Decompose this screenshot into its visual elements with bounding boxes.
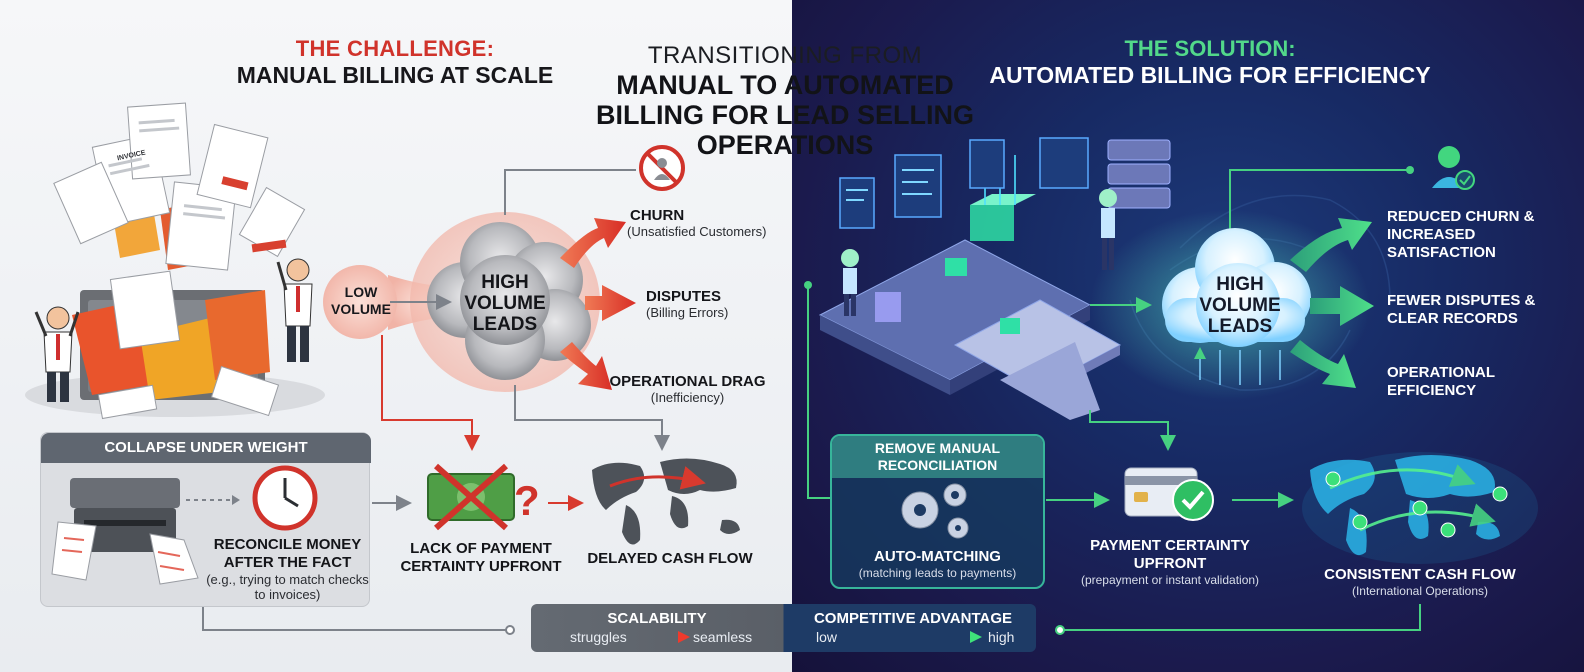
title-line-1: TRANSITIONING FROM (647, 42, 923, 69)
auto-matching-sub: (matching leads to payments) (858, 566, 1017, 580)
paper-pile-illustration: INVOICE (25, 102, 325, 420)
user-check-icon (1432, 146, 1475, 190)
bright-cloud (1162, 228, 1311, 347)
outcome-efficiency-title: OPERATIONAL EFFICIENCY (1387, 364, 1495, 399)
outcome-drag-sub: (Inefficiency) (650, 390, 725, 405)
title-line-4: OPERATIONS (696, 130, 874, 160)
outcome-disputes: DISPUTES (Billing Errors) (646, 288, 786, 320)
no-entry-icon (639, 145, 685, 191)
storm-cloud (427, 222, 591, 380)
outcome-churn-title: CHURN (630, 207, 685, 224)
competitive-section: COMPETITIVE ADVANTAGE (790, 610, 1036, 627)
stressed-person-left (34, 306, 80, 402)
low-volume-bulb (323, 265, 397, 339)
outcome-fewer-disputes-title: FEWER DISPUTES & CLEAR RECORDS (1387, 292, 1536, 327)
worker-left (841, 249, 859, 316)
scalability-seamless: seamless (693, 629, 753, 645)
cloud-right-label: HIGH VOLUME LEADS (1199, 274, 1281, 337)
payment-certainty-sub: (prepayment or instant validation) (1080, 573, 1260, 587)
svg-text:?: ? (514, 477, 540, 524)
scalability-struggles: struggles (570, 629, 627, 645)
world-map-glowing-icon (1302, 452, 1538, 564)
bulb-to-payment-connector (381, 335, 480, 451)
payment-certainty-block: PAYMENT CERTAINTY UPFRONT (prepayment or… (1060, 537, 1280, 587)
delayed-cash-flow-label: DELAYED CASH FLOW (587, 550, 753, 567)
competitive-title: COMPETITIVE ADVANTAGE (813, 610, 1013, 627)
cloud-left-label: HIGH VOLUME LEADS (464, 272, 546, 335)
cloud-to-churn-connector (504, 169, 636, 215)
world-map-gray-icon (592, 458, 740, 545)
collapse-header: COLLAPSE UNDER WEIGHT (41, 433, 371, 463)
consistent-cash-flow-title: CONSISTENT CASH FLOW (1324, 566, 1516, 583)
auto-matching-block: AUTO-MATCHING (matching leads to payment… (832, 548, 1043, 580)
outcome-disputes-sub: (Billing Errors) (646, 305, 729, 320)
solution-label: THE SOLUTION: (1124, 36, 1296, 61)
outcome-churn-sub: (Unsatisfied Customers) (627, 224, 767, 239)
remove-header: REMOVE MANUAL RECONCILIATION (832, 436, 1043, 478)
reconcile-block: RECONCILE MONEY AFTER THE FACT (e.g., tr… (205, 536, 370, 602)
automation-conveyor-illustration (818, 137, 1171, 420)
title-line-3: BILLING FOR LEAD SELLING (596, 100, 974, 130)
stressed-person-right (276, 258, 313, 362)
red-outcome-arrows (560, 218, 636, 390)
left-solution-connector (807, 285, 830, 499)
outcome-reduced-churn-title: REDUCED CHURN & INCREASED SATISFACTION (1387, 208, 1535, 261)
scalability-title: SCALABILITY (607, 610, 707, 627)
low-volume-label: LOW VOLUME (331, 284, 391, 317)
outcome-fewer-disputes: FEWER DISPUTES & CLEAR RECORDS (1387, 292, 1567, 328)
solution-heading: AUTOMATED BILLING FOR EFFICIENCY (989, 62, 1431, 88)
reconcile-title: RECONCILE MONEY AFTER THE FACT (213, 536, 362, 571)
outcome-drag-title: OPERATIONAL DRAG (609, 373, 766, 390)
crossed-money-icon: ? (427, 463, 540, 531)
lack-payment-label: LACK OF PAYMENT CERTAINTY UPFRONT (400, 540, 562, 575)
outcome-drag: OPERATIONAL DRAG (Inefficiency) (600, 373, 775, 405)
auto-matching-title: AUTO-MATCHING (874, 548, 1001, 565)
outcome-churn: CHURN (Unsatisfied Customers) (627, 207, 790, 239)
outcome-disputes-title: DISPUTES (646, 288, 722, 305)
page-title: TRANSITIONING FROM MANUAL TO AUTOMATED B… (585, 42, 985, 160)
gears-icon-front (901, 483, 969, 539)
reconcile-sub: (e.g., trying to match checks to invoice… (206, 572, 369, 602)
collapse-under-weight-box: COLLAPSE UNDER WEIGHT (40, 432, 371, 607)
green-outcome-arrows (1290, 218, 1374, 388)
card-check-icon (1124, 467, 1214, 521)
solution-header: THE SOLUTION: AUTOMATED BILLING FOR EFFI… (960, 36, 1460, 89)
cloud-to-user-connector (1229, 169, 1410, 250)
outcome-reduced-churn: REDUCED CHURN & INCREASED SATISFACTION (1387, 208, 1557, 262)
bottom-left-connector (202, 600, 510, 631)
bottom-right-connector (1060, 604, 1421, 631)
bottom-bar-arrows (632, 631, 982, 643)
consistent-cash-flow-block: CONSISTENT CASH FLOW (International Oper… (1310, 566, 1530, 598)
competitive-low: low (816, 629, 838, 645)
challenge-heading: MANUAL BILLING AT SCALE (236, 62, 554, 88)
competitive-high: high (988, 629, 1015, 645)
collapse-illustrations (51, 465, 318, 585)
payment-certainty-title: PAYMENT CERTAINTY UPFRONT (1090, 537, 1250, 572)
challenge-label: THE CHALLENGE: (295, 36, 495, 61)
cloud-to-cashflow-connector (514, 385, 670, 451)
scalability-section: SCALABILITY (531, 610, 783, 627)
bottom-comparison-bar (531, 604, 1036, 652)
worker-right (1099, 189, 1117, 270)
server-stack-icon (1107, 139, 1171, 209)
consistent-cash-flow-sub: (International Operations) (1351, 584, 1489, 598)
challenge-header: THE CHALLENGE: MANUAL BILLING AT SCALE (180, 36, 610, 89)
title-line-2: MANUAL TO AUTOMATED (616, 70, 954, 100)
outcome-efficiency: OPERATIONAL EFFICIENCY (1387, 364, 1527, 400)
